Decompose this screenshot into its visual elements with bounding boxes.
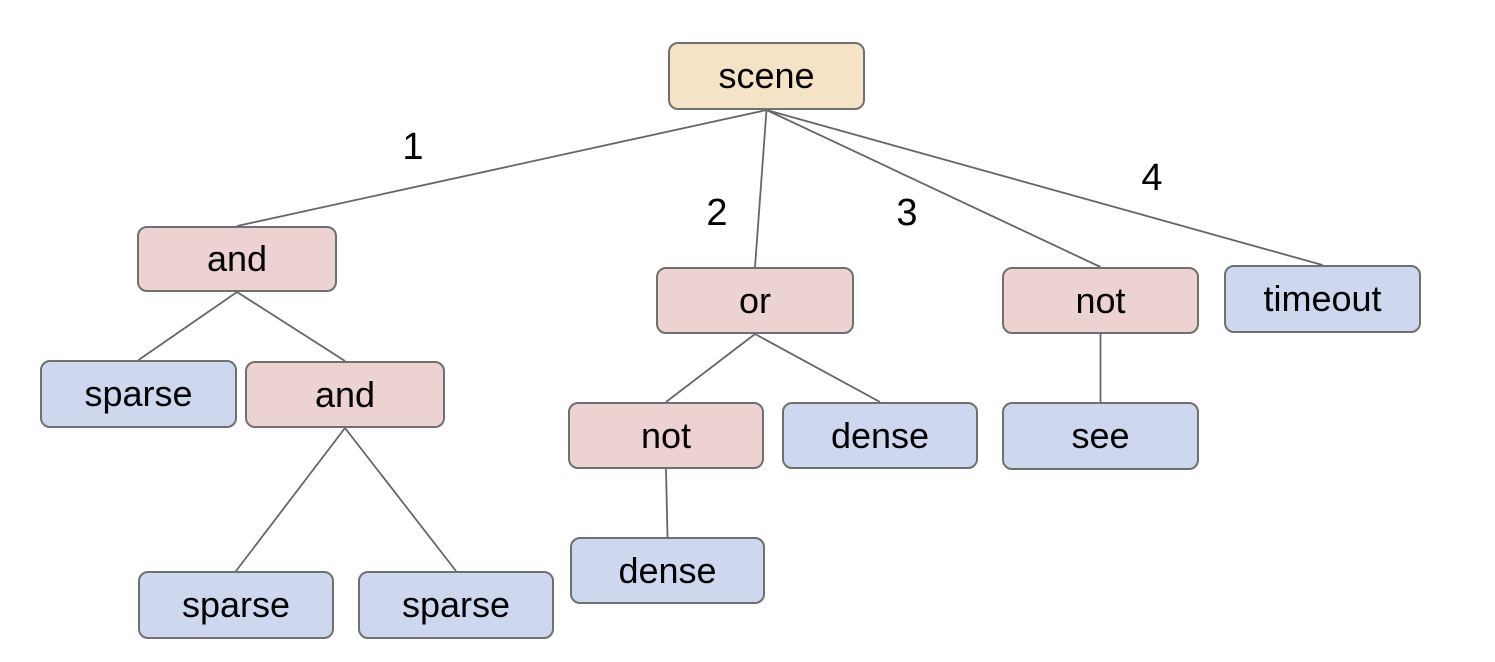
edge-and-2-to-sparse-2 xyxy=(235,427,346,572)
edge-label-4: 4 xyxy=(1141,157,1163,199)
node-sparse-2: sparse xyxy=(138,571,334,639)
node-not-2: not xyxy=(568,402,764,469)
node-and-1: and xyxy=(137,226,337,292)
node-timeout-1: timeout xyxy=(1224,265,1421,333)
node-see-1: see xyxy=(1002,402,1199,470)
node-or-1: or xyxy=(656,267,854,334)
edge-not-2-to-dense-2 xyxy=(665,468,669,538)
edge-label-3: 3 xyxy=(896,192,918,234)
edge-and-1-to-and-2 xyxy=(236,291,346,362)
edge-label-2: 2 xyxy=(706,192,728,234)
node-not-1: not xyxy=(1002,267,1199,334)
edge-scene-to-and-1 xyxy=(236,109,767,227)
edge-and-1-to-sparse-1 xyxy=(137,291,238,361)
edge-and-2-to-sparse-3 xyxy=(344,427,457,572)
edge-scene-to-or-1 xyxy=(754,109,768,268)
edge-or-1-to-not-2 xyxy=(665,333,756,403)
edge-or-1-to-dense-1 xyxy=(754,333,881,403)
node-scene: scene xyxy=(668,42,865,110)
edge-scene-to-not-1 xyxy=(766,109,1101,268)
node-sparse-1: sparse xyxy=(40,360,237,428)
node-dense-1: dense xyxy=(782,402,978,469)
node-dense-2: dense xyxy=(570,537,765,604)
node-sparse-3: sparse xyxy=(358,571,554,639)
edge-label-1: 1 xyxy=(402,126,424,168)
node-and-2: and xyxy=(245,361,445,428)
edge-scene-to-timeout-1 xyxy=(766,109,1323,266)
